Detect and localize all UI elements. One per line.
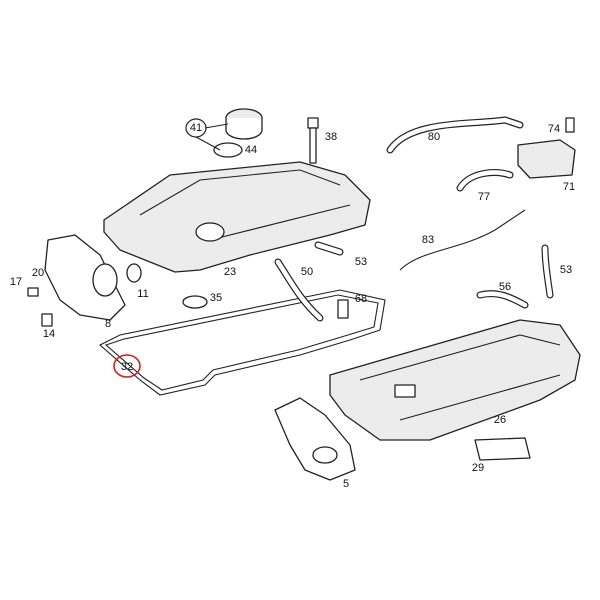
callout-29: 29 xyxy=(471,462,485,474)
callout-77: 77 xyxy=(477,191,491,203)
oil-filler-cap xyxy=(225,108,263,140)
highlight-circle xyxy=(113,354,141,378)
bolt-38 xyxy=(307,117,319,164)
callout-41: 41 xyxy=(189,122,203,134)
callout-44: 44 xyxy=(244,144,258,156)
seal-ring-44 xyxy=(213,142,243,158)
callout-53-right: 53 xyxy=(559,264,573,276)
callout-50: 50 xyxy=(300,266,314,278)
callout-11: 11 xyxy=(137,288,149,300)
callout-20: 20 xyxy=(31,267,45,279)
callout-14: 14 xyxy=(42,328,56,340)
callout-80: 80 xyxy=(427,131,441,143)
callout-38: 38 xyxy=(324,131,338,143)
callout-32: 32 xyxy=(120,361,134,373)
callout-8: 8 xyxy=(104,318,112,330)
callout-35: 35 xyxy=(209,292,223,304)
gasket-20 xyxy=(44,234,126,321)
callout-68: 68 xyxy=(354,293,368,305)
valve-cover-26 xyxy=(329,319,581,441)
callout-53: 53 xyxy=(354,256,368,268)
callout-5: 5 xyxy=(342,478,350,490)
valve-cover-23 xyxy=(103,161,371,273)
callout-74: 74 xyxy=(547,123,561,135)
label-plate-29 xyxy=(474,437,531,461)
oil-separator-71 xyxy=(517,139,576,179)
callout-26: 26 xyxy=(493,414,507,426)
callout-17: 17 xyxy=(9,276,23,288)
callout-83: 83 xyxy=(421,234,435,246)
callout-71: 71 xyxy=(562,181,576,193)
callout-56: 56 xyxy=(498,281,512,293)
callout-23: 23 xyxy=(223,266,237,278)
